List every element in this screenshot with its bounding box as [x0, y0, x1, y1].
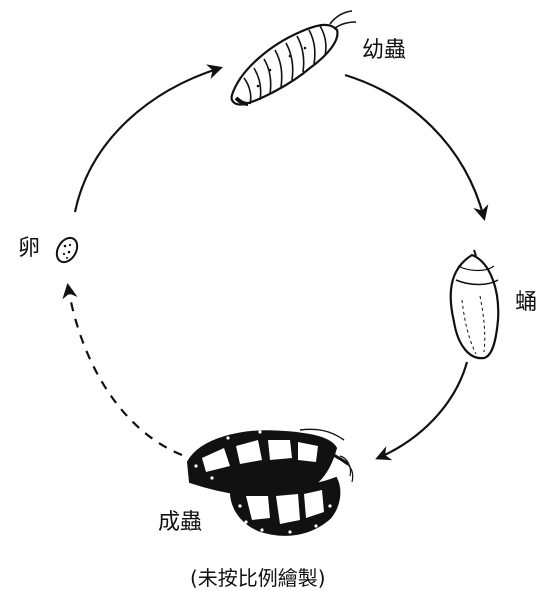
arrow-egg-to-larva — [75, 68, 220, 212]
pupa-label: 蛹 — [515, 292, 537, 314]
adult-label: 成蟲 — [158, 512, 202, 534]
arrow-adult-to-egg — [68, 286, 182, 455]
pupa-illustration — [451, 250, 499, 358]
egg-illustration — [53, 234, 82, 266]
egg-label: 卵 — [18, 238, 40, 260]
scale-note: (未按比例繪製) — [190, 562, 326, 591]
adult-illustration — [188, 429, 353, 535]
arrow-pupa-to-adult — [378, 362, 467, 458]
arrow-larva-to-pupa — [345, 75, 484, 218]
larva-label: 幼蟲 — [362, 40, 406, 62]
larva-illustration — [232, 11, 356, 105]
